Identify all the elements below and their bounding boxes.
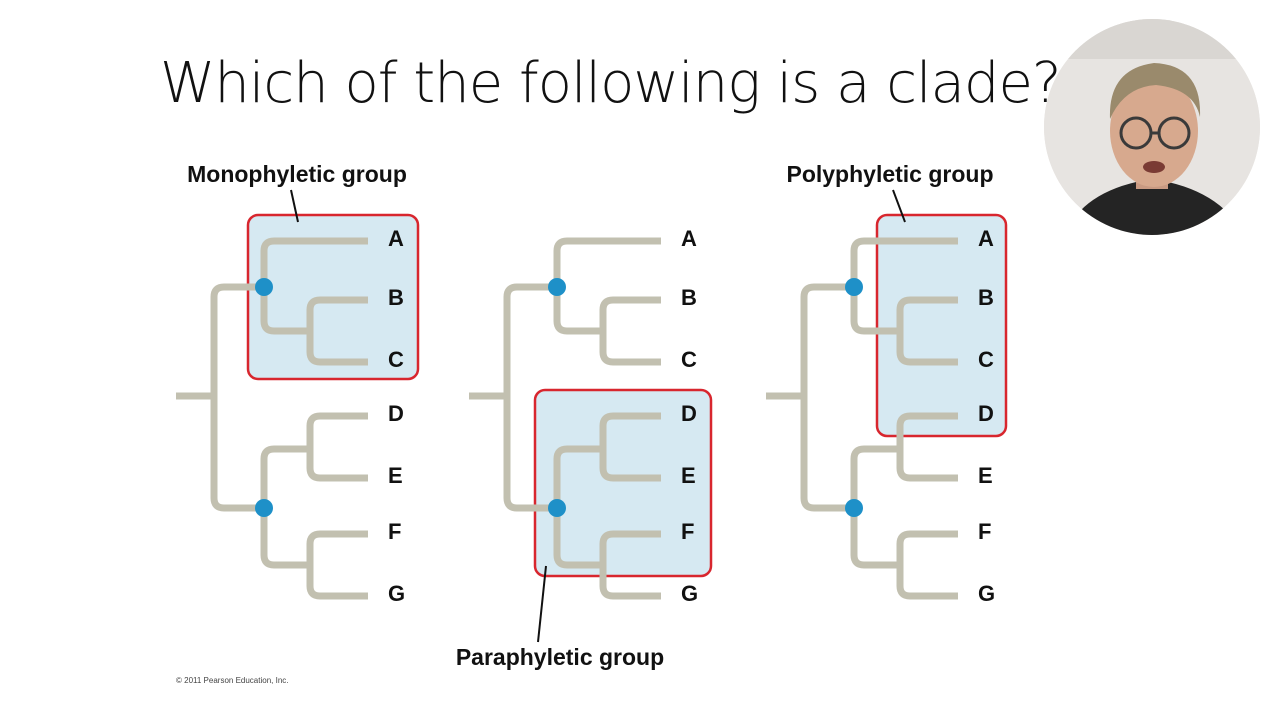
leaf-label: E <box>978 463 993 488</box>
ancestor-node <box>548 278 566 296</box>
leaf-label: D <box>388 401 404 426</box>
tree-polyphyletic: A B C D E F G Polyphyletic group <box>766 161 1006 606</box>
leaf-label: D <box>681 401 697 426</box>
group-leader-line <box>538 566 546 642</box>
branch-de <box>310 416 368 478</box>
tree-monophyletic: A B C D E F G Monophyletic group <box>176 161 418 606</box>
ancestor-node <box>845 278 863 296</box>
ancestor-node <box>548 499 566 517</box>
leaf-label: F <box>681 519 694 544</box>
leaf-label: G <box>388 581 405 606</box>
presenter-webcam <box>1044 19 1260 235</box>
leaf-label: G <box>681 581 698 606</box>
branch-bc <box>603 300 661 362</box>
group-label: Paraphyletic group <box>456 644 664 670</box>
ancestor-node <box>255 278 273 296</box>
leaf-label: A <box>978 226 994 251</box>
copyright-notice: © 2011 Pearson Education, Inc. <box>176 676 288 685</box>
leaf-label: C <box>388 347 404 372</box>
branch-fg <box>900 534 958 596</box>
group-label: Polyphyletic group <box>786 161 993 187</box>
ancestor-node <box>255 499 273 517</box>
group-label: Monophyletic group <box>187 161 407 187</box>
leaf-label: D <box>978 401 994 426</box>
leaf-label: B <box>978 285 994 310</box>
leaf-label: C <box>681 347 697 372</box>
leaf-label: B <box>681 285 697 310</box>
leaf-label: E <box>388 463 403 488</box>
leaf-label: E <box>681 463 696 488</box>
leaf-label: B <box>388 285 404 310</box>
ancestor-node <box>845 499 863 517</box>
leaf-label: A <box>681 226 697 251</box>
branch-a <box>557 241 661 331</box>
presenter-avatar-icon <box>1044 19 1260 235</box>
leaf-label: F <box>978 519 991 544</box>
tree-paraphyletic: A B C D E F G Paraphyletic group <box>456 226 711 670</box>
leaf-label: F <box>388 519 401 544</box>
branch-fg <box>310 534 368 596</box>
leaf-label: G <box>978 581 995 606</box>
leaf-label: C <box>978 347 994 372</box>
trunk-branch <box>804 287 854 508</box>
leaf-label: A <box>388 226 404 251</box>
